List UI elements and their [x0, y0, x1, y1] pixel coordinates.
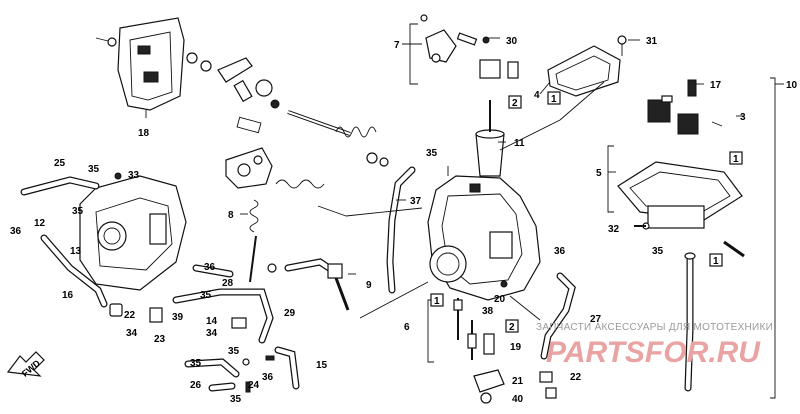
callout-35e: 35 [190, 358, 202, 369]
callout-19: 19 [510, 342, 522, 353]
callout-10: 10 [786, 80, 798, 91]
callout-27: 27 [590, 314, 602, 325]
callout-20: 20 [494, 294, 506, 305]
lever-assembly [225, 116, 325, 189]
float-bowl [607, 145, 745, 258]
callout-36a: 36 [10, 226, 22, 237]
callout-24: 24 [248, 380, 260, 391]
throttle-rod-springs [287, 110, 389, 167]
callout-30: 30 [506, 36, 518, 47]
callout-numbers: 3 4 5 6 7 8 9 10 11 12 13 14 15 16 17 18… [10, 36, 798, 405]
callout-35b: 35 [72, 206, 84, 217]
drain-hose [684, 252, 696, 392]
left-hoses [20, 176, 300, 392]
callout-35c: 35 [200, 290, 212, 301]
callout-3: 3 [740, 112, 746, 123]
callout-2a: 2 [512, 98, 518, 109]
callout-26: 26 [190, 380, 202, 391]
callout-2b: 2 [509, 322, 515, 333]
callout-36c: 36 [262, 372, 274, 383]
callout-17: 17 [710, 80, 722, 91]
main-carburetor-body [427, 166, 541, 301]
callout-32: 32 [608, 224, 620, 235]
callout-37: 37 [410, 196, 422, 207]
callout-1a: 1 [551, 94, 557, 105]
callout-35a: 35 [88, 164, 100, 175]
callout-36b: 36 [204, 262, 216, 273]
callout-4: 4 [534, 90, 540, 101]
callout-1d: 1 [434, 296, 440, 307]
callout-9: 9 [366, 280, 372, 291]
chamber-cover [547, 35, 627, 97]
callout-21: 21 [512, 376, 524, 387]
leader-lines [145, 37, 744, 321]
callout-25: 25 [54, 158, 66, 169]
callout-8: 8 [228, 210, 234, 221]
diaphragm-cover [95, 17, 185, 111]
callout-1c: 1 [713, 256, 719, 267]
callout-5: 5 [596, 168, 602, 179]
hose-9 [284, 258, 350, 311]
callout-15: 15 [316, 360, 328, 371]
callout-22a: 22 [124, 310, 136, 321]
left-carburetor-body [79, 172, 187, 291]
boxed-callouts: 2 1 1 1 1 2 [430, 91, 743, 333]
callout-31: 31 [646, 36, 658, 47]
callout-16: 16 [62, 290, 74, 301]
watermark-logo: PARTSFOR.RU [546, 336, 761, 369]
callout-35g: 35 [426, 148, 438, 159]
needle-spring [249, 199, 277, 283]
callout-33: 33 [128, 170, 140, 181]
fwd-arrow: FWD [6, 351, 45, 379]
callout-22b: 22 [570, 372, 582, 383]
callout-39: 39 [172, 312, 184, 323]
callout-14: 14 [206, 316, 218, 327]
callout-6: 6 [404, 322, 410, 333]
callout-13: 13 [70, 246, 82, 257]
callout-38: 38 [482, 306, 494, 317]
cover-small-parts [186, 52, 280, 109]
float [647, 79, 723, 135]
callout-36d: 36 [554, 246, 566, 257]
callout-23: 23 [154, 334, 166, 345]
group-10-bracket [770, 77, 784, 399]
bottom-left-fittings [109, 303, 275, 393]
watermark-text: ЗАПЧАСТИ АКСЕССУАРЫ ДЛЯ МОТОТЕХНИКИ [536, 322, 773, 333]
center-hose-37 [386, 166, 416, 294]
callout-29: 29 [284, 308, 296, 319]
jets-screws [427, 298, 557, 404]
callout-11: 11 [514, 138, 525, 149]
hose-27 [540, 272, 576, 360]
callout-12: 12 [34, 218, 46, 229]
vacuum-piston [475, 100, 505, 177]
callout-35f: 35 [230, 394, 242, 405]
callout-34a: 34 [126, 328, 138, 339]
watermark: ЗАПЧАСТИ АКСЕССУАРЫ ДЛЯ МОТОТЕХНИКИ PART… [536, 322, 773, 369]
callout-1b: 1 [733, 154, 739, 165]
callout-28: 28 [222, 278, 234, 289]
callout-35h: 35 [652, 246, 664, 257]
callout-18: 18 [138, 128, 150, 139]
top-cover-parts [409, 14, 519, 85]
callout-40: 40 [512, 394, 524, 405]
callout-7: 7 [394, 40, 400, 51]
callout-35d: 35 [228, 346, 240, 357]
callout-34b: 34 [206, 328, 218, 339]
